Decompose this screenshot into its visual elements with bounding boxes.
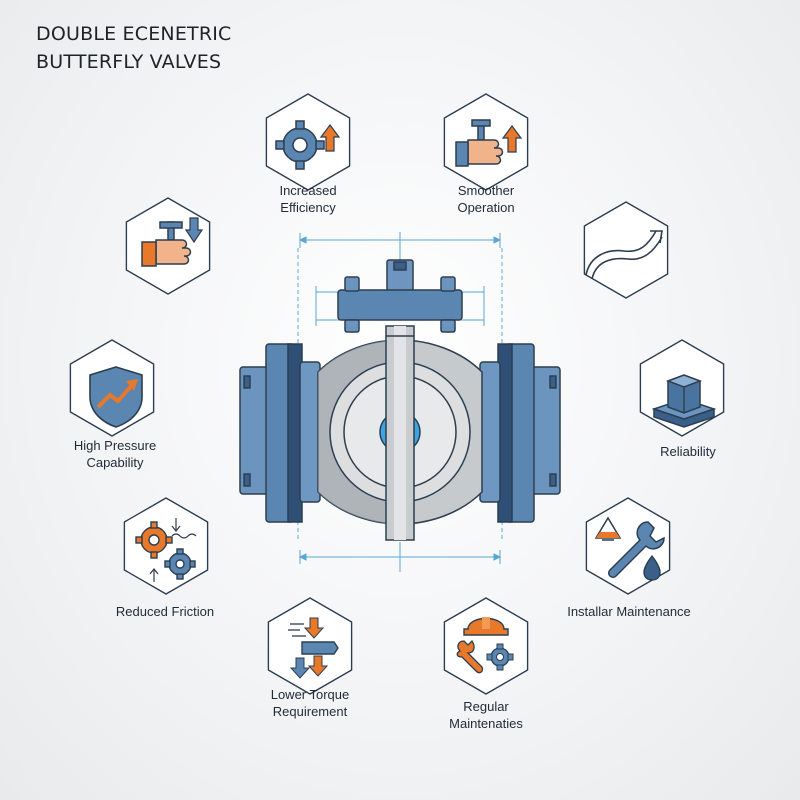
valve-illustration: [239, 232, 561, 572]
hand-valve-arrow-up-icon: [455, 119, 523, 167]
label-installar-maintenance: Installar Maintenance: [567, 604, 691, 619]
title-line-1: DOUBLE ECENETRIC: [36, 23, 232, 45]
label-high-pressure: High Pressure Capability: [73, 438, 157, 470]
gears-icon: [135, 518, 197, 582]
hexagon-regular-maintenance: [443, 597, 529, 695]
label-regular-maintenance: Regular Maintenaties: [449, 699, 523, 731]
top-plate: [337, 259, 463, 333]
page-title: DOUBLE ECENETRIC BUTTERFLY VALVES: [36, 20, 356, 76]
label-smoother-operation: Smoother Operation: [457, 183, 515, 215]
shield-arrow-icon: [89, 366, 143, 428]
hardhat-wrench-gear-icon: [456, 617, 514, 674]
hexagon-curve: [583, 201, 669, 299]
hand-valve-arrow-down-icon: [141, 217, 204, 267]
label-lower-torque: Lower Torque Requirement: [270, 687, 350, 719]
gear-arrow-up-icon: [275, 120, 341, 170]
right-flange: [479, 343, 561, 523]
torque-arrows-icon: [288, 617, 339, 679]
left-flange: [239, 343, 321, 523]
curved-arrow-icon: [585, 230, 663, 280]
label-reliability: Reliability: [660, 444, 716, 459]
label-reduced-friction: Reduced Friction: [115, 604, 215, 619]
cube-icon: [651, 374, 717, 428]
valve-stem: [385, 325, 415, 541]
label-increased-efficiency: Increased Efficiency: [279, 183, 337, 215]
wrench-droplet-icon: [594, 516, 665, 581]
title-line-2: BUTTERFLY VALVES: [36, 51, 222, 73]
